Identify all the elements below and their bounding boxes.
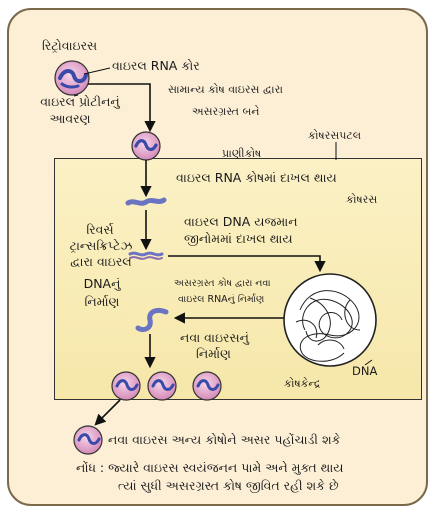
dna-genome-line1: વાઇરલ DNA યજમાન — [184, 214, 298, 230]
retrovirus-label: રિટ્રોવાઇરસ — [42, 38, 97, 54]
rna-enters-label: વાઇરલ RNA કોષમાં દાખલ થાય — [176, 170, 337, 186]
animal-cell-label: પ્રાણીકોષ — [222, 146, 261, 161]
new-rna-line1: અસરગ્રસ્ત કોષ દ્વારા નવા — [174, 276, 271, 291]
nucleus-label: કોષકેન્દ્ર — [284, 376, 320, 391]
reverse-transcriptase-line3: દ્વારા વાઇરલ — [56, 254, 146, 270]
note-line2: ત્યાં સુધી અસરગ્રસ્ત કોષ જીવિત રહી શકે છ… — [118, 478, 339, 494]
infection-label-line2: અસરગ્રસ્ત બને — [192, 104, 260, 119]
protein-coat-label-line1: વાઇરલ પ્રોટીનનું — [30, 94, 130, 110]
new-viruses-infect-label: નવા વાઇરસ અન્ય કોષોને અસર પહોંચાડી શકે — [108, 432, 340, 448]
cell-membrane-label: કોષરસપટલ — [308, 128, 361, 143]
new-virus-particles — [112, 372, 221, 400]
reverse-transcriptase-line5: નિર્માણ — [62, 294, 142, 310]
release-arrow — [96, 400, 120, 424]
viral-rna-strand-icon — [128, 200, 164, 203]
viral-rna-core-label: વાઇરલ RNA કોર — [112, 58, 200, 74]
new-viral-rna-icon — [138, 310, 166, 329]
protein-coat-label-line2: આવરણ — [30, 111, 110, 127]
attaching-virus-icon — [132, 132, 160, 160]
dna-genome-line2: જીનોમમાં દાખલ થાય — [184, 231, 293, 247]
released-virus-icon — [74, 426, 102, 454]
nucleus-icon — [284, 274, 376, 366]
new-rna-line2: વાઇરલ RNAનું નિર્માણ — [178, 292, 264, 307]
retrovirus-particle-icon — [55, 61, 89, 95]
note-line1: નોંધ : જ્યારે વાઇરસ સ્વયંજનન પામે અને મુ… — [76, 460, 344, 476]
new-virus-line1: નવા વાઇરસનું — [180, 330, 249, 346]
reverse-transcriptase-line1: રિવર્સ — [62, 222, 138, 238]
reverse-transcriptase-line2: ટ્રાન્સક્રિપ્ટેઝ — [56, 238, 146, 254]
cytoplasm-label: કોષરસ — [346, 192, 377, 207]
infection-label-line1: સામાન્ય કોષ વાઇરસ દ્વારા — [168, 82, 283, 97]
new-virus-line2: નિર્માણ — [196, 346, 231, 362]
dna-to-nucleus-arrow — [168, 256, 320, 270]
dna-label: DNA — [352, 364, 377, 379]
reverse-transcriptase-line4: DNAનું — [62, 276, 142, 292]
